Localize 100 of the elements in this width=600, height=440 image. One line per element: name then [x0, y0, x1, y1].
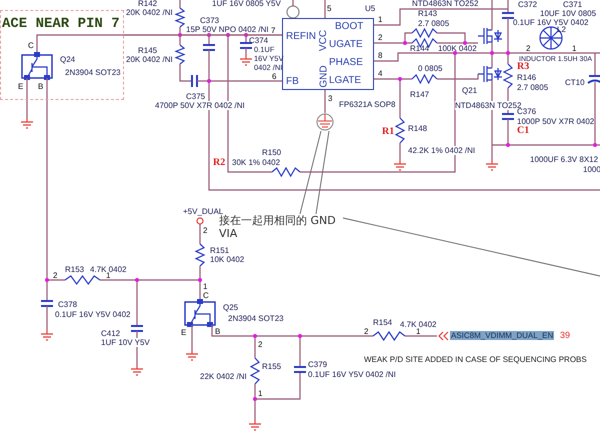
pin-name: GND	[318, 65, 330, 88]
component-label: Q25	[223, 303, 238, 312]
component-label: 4.7K 0402	[90, 265, 126, 274]
pin-number: 8	[378, 51, 382, 60]
pin-name: PHASE	[329, 57, 363, 68]
component-label: R144	[410, 44, 430, 53]
component-label: 30K 1% 0402	[232, 158, 280, 167]
component-label: 0.1UF 16V Y5V 0402	[55, 310, 130, 319]
pin-number: 7	[271, 26, 276, 35]
component-label: Q24	[60, 55, 76, 64]
component-label: C376	[517, 107, 536, 116]
component-label: Q21	[462, 86, 478, 95]
pin-name: UGATE	[329, 39, 363, 50]
leader-line	[342, 218, 600, 276]
component-label: 100K 0402	[438, 44, 477, 53]
component-label: U5	[365, 4, 376, 13]
component-label: 2.7 0805	[418, 19, 450, 28]
pin-number: 2	[364, 327, 368, 336]
pin-number: B	[38, 82, 44, 91]
component-label: +5V_DUAL	[183, 207, 224, 216]
component-label: 1000P 50V X7R 0402	[517, 117, 594, 126]
component-label: C372	[518, 0, 538, 9]
wire	[324, 90, 326, 113]
component-label: 2.7 0805	[517, 83, 548, 92]
component-label: 2N3904 SOT23	[228, 314, 284, 323]
pin-number: E	[181, 328, 186, 337]
component-label: 20K 0402 /NI	[126, 55, 173, 64]
component-label: C374	[249, 36, 268, 45]
marker-label: R1	[382, 127, 394, 137]
pin-number: 1	[106, 271, 110, 280]
component-label: R146	[517, 73, 536, 82]
component-label: R151	[210, 246, 230, 255]
component-label: R143	[418, 9, 438, 18]
component-label: C371	[563, 0, 582, 9]
component-label: 0 0805	[418, 64, 442, 73]
component-label: 15P 50V NPO 0402 /NI	[186, 25, 269, 34]
pin-name: REFIN	[286, 31, 316, 42]
component-label: 10UF 10V 0805	[540, 9, 596, 18]
component-label: NTD4863N TO252	[412, 0, 478, 8]
pin-name: BOOT	[335, 21, 364, 32]
pin-number: 2	[53, 271, 58, 280]
component-label: 22K 0402 /NI	[200, 372, 247, 381]
component-label: R150	[262, 148, 282, 157]
pin-number: B	[215, 327, 220, 336]
component-label: C412	[101, 329, 120, 338]
leader-line	[300, 130, 322, 214]
component-label: 20K 0402 /NI	[126, 8, 173, 17]
component-label: 2N3904 SOT23	[65, 68, 121, 77]
component-label: CT10	[565, 78, 585, 87]
component-label: R153	[65, 265, 84, 274]
component-label: C378	[58, 300, 78, 309]
pin-number: 2	[203, 226, 208, 235]
pin-number: 2	[258, 340, 262, 349]
pin-number: 1	[416, 327, 420, 336]
marker-label: R2	[213, 158, 226, 168]
component-label: R142	[138, 0, 158, 8]
component-label: R154	[373, 318, 392, 327]
pin-number: 1	[258, 389, 262, 398]
component-label: C379	[308, 360, 328, 369]
dashed-region	[0, 10, 124, 100]
component-label: 42.2K 1% 0402 /NI	[408, 146, 476, 155]
marker-label: C1	[517, 126, 530, 136]
component-label: 0.1UF 16V Y5V 0402 /NI	[308, 370, 396, 379]
net-port-label: ASIC8M_VDIMM_DUAL_EN	[450, 331, 554, 340]
pin-number: E	[18, 82, 24, 91]
component-label: R147	[410, 90, 430, 99]
pin-number: 2	[378, 33, 382, 42]
marker-label: R3	[517, 62, 530, 72]
component-label: 4700P 50V X7R 0402 /NI	[155, 101, 245, 110]
wire	[124, 34, 282, 36]
pin-name: FB	[286, 76, 299, 87]
component-label: L2	[557, 25, 566, 34]
component-label: 4.7K 0402	[400, 320, 436, 329]
pin-name: LGATE	[329, 75, 362, 86]
component-label: 1UF 10V Y5V	[101, 338, 150, 347]
leader-line	[316, 130, 330, 214]
pin-number: C	[28, 41, 34, 50]
component-label: NTD4863N TO252	[455, 101, 522, 110]
component-label: 0.1UF 16V Y5V 0402	[513, 18, 588, 27]
component-label: 10K 0402	[210, 255, 244, 264]
component-label: 1UF 16V 0805 Y5V	[212, 0, 281, 8]
annotation-text: 接在一起用相同的 GND VIA	[219, 214, 343, 244]
pin-number: 1	[572, 44, 576, 53]
region-title: ACE NEAR PIN 7	[2, 16, 120, 32]
pin-number: 2	[526, 44, 530, 53]
ground-symbol	[316, 113, 334, 131]
component-label: C373	[200, 16, 220, 25]
component-label: 1000UF 6.3V 8X12	[530, 155, 598, 164]
pin-number: 5	[327, 4, 332, 13]
pin-number: 1	[378, 15, 382, 24]
component-label: FP6321A SOP8	[339, 100, 396, 109]
component-label: R148	[408, 124, 428, 133]
note-text: WEAK P/D SITE ADDED IN CASE OF SEQUENCING PROBS	[364, 355, 587, 364]
pin-number: C	[203, 291, 209, 300]
pin-number: 3	[328, 94, 332, 103]
pin-number: 4	[378, 69, 382, 78]
pin-name: VCC	[318, 30, 330, 52]
component-label: R155	[262, 362, 282, 371]
component-label: R145	[138, 46, 158, 55]
pin-number: 1	[203, 282, 208, 291]
